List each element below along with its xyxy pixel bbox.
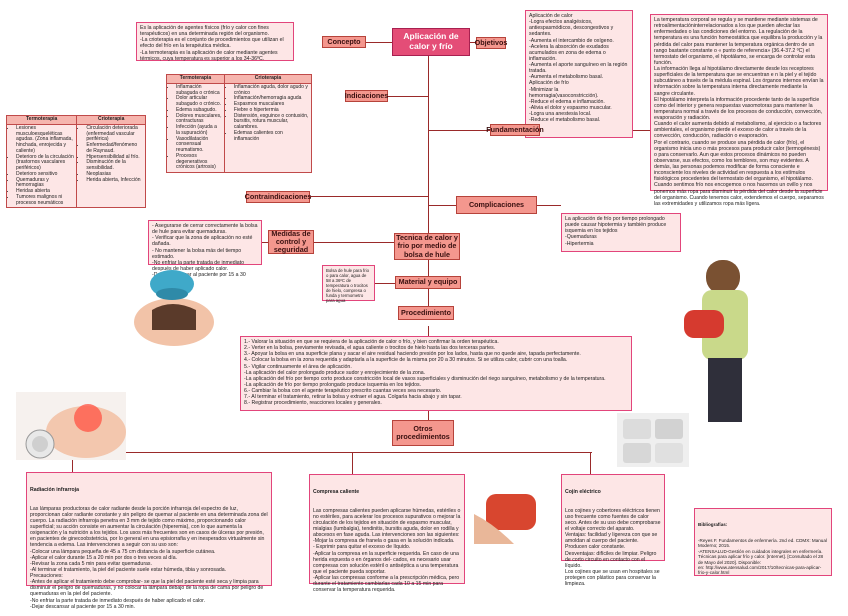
contra-crio-item: Hipersensibilidad al frío. — [86, 154, 143, 161]
back-heat-pack-image — [678, 250, 762, 426]
objetivos-text: Aplicación de calor -Logra efectos analg… — [525, 10, 633, 138]
contra-crio-list: Circulación deteriorada (enfermedad vasc… — [79, 125, 143, 184]
indicaciones-node: Indicaciones — [345, 90, 388, 102]
indicacion-crio-item: Inflamación/hemorragia aguda — [234, 95, 309, 102]
line-medidas — [314, 242, 394, 243]
line-down-1 — [428, 260, 429, 320]
compresa-box: Compresa caliente Las compresas caliente… — [309, 474, 465, 593]
indicacion-crio-item: Edemas calientes con inflamación — [234, 130, 309, 143]
indicacion-termo-item: Dolores musculares, contracturas — [176, 113, 222, 126]
electric-pad-image — [617, 413, 689, 467]
line-otros-v3 — [590, 452, 591, 474]
line-fundamentacion — [428, 130, 490, 131]
procedimiento-text: 1.- Valorar la situación en que se requi… — [240, 336, 632, 411]
line-otros-v1 — [72, 452, 73, 472]
indicaciones-crio-list: Inflamación aguda, dolor agudo y crónico… — [227, 84, 309, 143]
line-indicaciones — [388, 96, 428, 97]
indicacion-termo-item: Procesos degenerativos crónicos (artrosi… — [176, 153, 222, 171]
indicaciones-table: Termoterapia Crioterapia Inflamación sub… — [166, 74, 313, 174]
contra-header-crio: Crioterapia — [76, 115, 146, 125]
contra-termo-item: Heridas abierta — [16, 188, 74, 195]
contra-header-termo: Termoterapia — [5, 115, 78, 125]
contra-termo-item: Tumores malignos ni procesos neumáticos — [16, 194, 74, 207]
line-concepto — [362, 42, 392, 43]
woman-ice-bag-image — [112, 270, 232, 346]
fundamentacion-text: La temperatura corporal se regula y se m… — [650, 14, 828, 207]
compresa-text: Las compresas calientes pueden aplicarse… — [313, 507, 461, 594]
tecnica-node: Tecnica de calor y frio por medio de bol… — [394, 233, 460, 260]
hot-water-bottle-image — [474, 484, 546, 544]
indicacion-termo-item: Inflamación subaguda o crónica — [176, 84, 222, 97]
indicacion-termo-item: Dolor articular subagudo o crónico. — [176, 95, 222, 108]
indicacion-termo-item: Edema subagudo. — [176, 107, 222, 114]
contra-termo-list: Lesiones musculoesqueléticas agudas. (Zo… — [9, 125, 74, 207]
line-otros-h — [72, 452, 592, 453]
objetivos-node: Objetivos — [475, 37, 507, 49]
contraindicaciones-table: Termoterapia Crioterapia Lesiones muscul… — [5, 115, 146, 209]
concepto-text: Es la aplicación de agentes físicos (frí… — [136, 22, 294, 62]
cojin-box: Cojín eléctrico Los cojines y cobertores… — [561, 474, 665, 587]
concepto-node: Concepto — [322, 36, 366, 48]
indicacion-termo-item: Infección (ayuda a la supuración) — [176, 124, 222, 137]
radiacion-title: Radiación infrarroja — [30, 487, 80, 494]
contra-crio-item: Disminución de la sensibilidad. — [86, 159, 143, 172]
indicaciones-header-crio: Crioterapia — [223, 74, 313, 84]
indicacion-crio-item: Fiebre o hipertermia — [234, 107, 309, 114]
compresa-title: Compresa caliente — [313, 489, 360, 496]
procedimiento-node: Procedimiento — [398, 306, 454, 320]
contra-crio-item: Neoplasias — [86, 171, 143, 178]
contra-termo-item: Quemaduras y hemorragias — [16, 177, 74, 190]
line-contra — [310, 196, 428, 197]
contra-crio-item: Enfermedad/fenómeno de Raynaud. — [86, 142, 143, 155]
indicacion-crio-item: Espasmos musculares — [234, 101, 309, 108]
contra-crio-item: Circulación deteriorada (enfermedad vasc… — [86, 125, 143, 143]
contra-crio-item: Herida abierta, Infección — [86, 177, 143, 184]
indicacion-termo-item: Vasodilatación consensual reumatismo. — [176, 136, 222, 154]
line-material-text — [375, 283, 395, 284]
medidas-text: - Asegurarse de cerrar correctamente la … — [148, 220, 262, 284]
contra-termo-item: Deterioro de la circulación (trastornos … — [16, 154, 74, 172]
cojin-title: Cojín eléctrico — [565, 489, 601, 496]
indicaciones-header-termo: Termoterapia — [166, 74, 225, 84]
line-medidas-text — [262, 242, 268, 243]
line-otros-v2 — [352, 452, 353, 474]
bibliografia-box: Bibliografías: -Reyes F. Fundamentos de … — [694, 508, 832, 576]
radiacion-box: Radiación infrarroja Las lámparas produc… — [26, 472, 272, 610]
complicaciones-text: La aplicación de frío por tiempo prolong… — [561, 213, 681, 252]
center-node: Aplicación de calor y frío — [392, 28, 470, 56]
otros-node: Otros procedimientos — [392, 420, 454, 446]
contra-termo-item: Deterioro sensitivo — [16, 171, 74, 178]
fundamentacion-node: Fundamentación — [486, 124, 544, 136]
medidas-node: Medidas de control y seguridad — [268, 229, 314, 254]
bibliografia-title: Bibliografías: — [698, 521, 728, 527]
bibliografia-text: -Reyes F. Fundamentos de enfermería. 2nd… — [698, 538, 827, 576]
contra-termo-item: Lesiones musculoesqueléticas agudas. (Zo… — [16, 125, 74, 155]
line-center-objetivos — [470, 42, 480, 43]
line-complic-text — [537, 205, 561, 206]
contraindicaciones-node: Contraindicaciones — [245, 191, 311, 203]
cojin-text: Los cojines y cobertores eléctricos tien… — [565, 507, 661, 588]
line-complic — [428, 205, 456, 206]
complicaciones-node: Complicaciones — [456, 196, 537, 214]
line-center-trunk — [428, 55, 429, 235]
indicacion-crio-item: Distensión, esguince o contusión, bursit… — [234, 113, 309, 131]
infrared-lamp-image — [16, 392, 126, 460]
material-text: Bolsa de hule para frio o para calor, ag… — [322, 265, 375, 303]
radiacion-text: Las lámparas productoras de calor radian… — [30, 505, 268, 610]
indicaciones-termo-list: Inflamación subaguda o crónicaDolor arti… — [169, 84, 222, 171]
material-node: Material y equipo — [395, 276, 461, 289]
indicacion-crio-item: Inflamación aguda, dolor agudo y crónico — [234, 84, 309, 97]
